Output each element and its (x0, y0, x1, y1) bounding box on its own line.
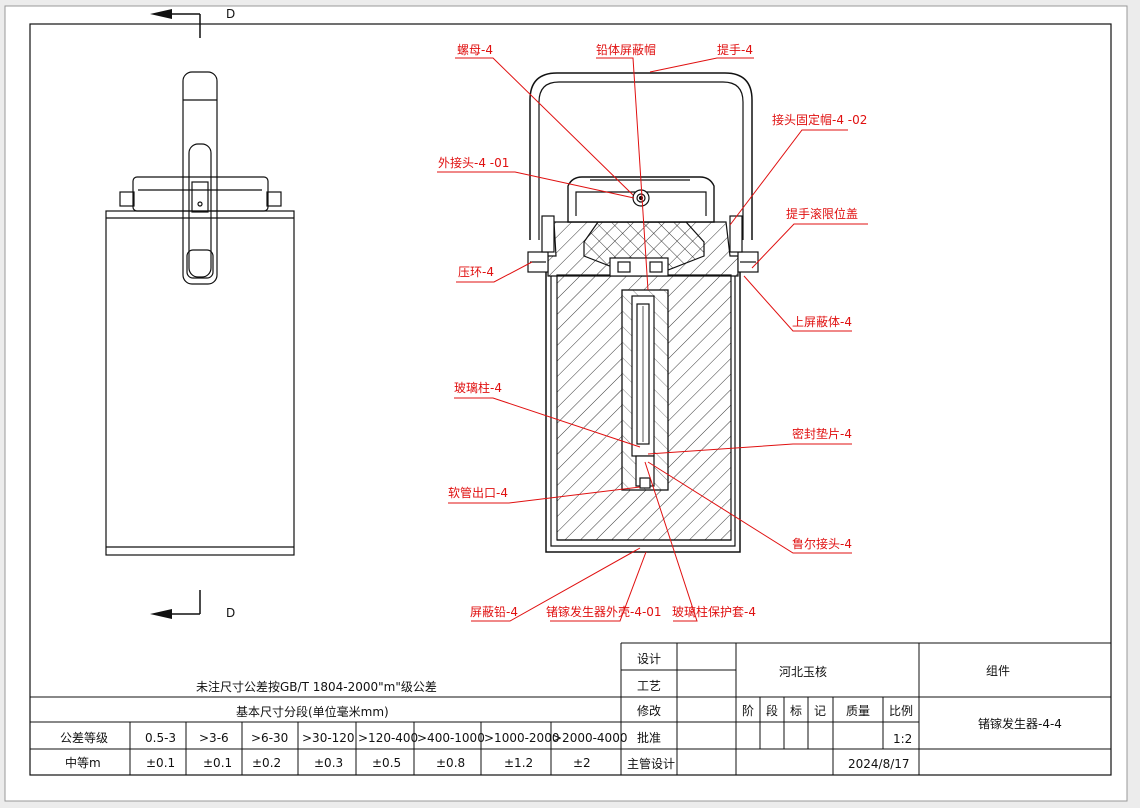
callout-joint-cap: 接头固定帽-4 -02 (772, 112, 867, 127)
callout-labels: 螺母-4 铅体屏蔽帽 提手-4 接头固定帽-4 -02 外接头-4 -01 提手… (438, 42, 867, 619)
callout-hose-outlet: 软管出口-4 (448, 485, 508, 500)
section-arrow-bottom (150, 590, 201, 619)
value-cell: ±0.5 (372, 756, 401, 770)
section-arrow-top (150, 9, 201, 38)
tolerance-table (30, 696, 621, 775)
range-cell: 0.5-3 (145, 731, 176, 745)
callout-seal-gasket: 密封垫片-4 (792, 426, 852, 441)
section-label-bottom: D (226, 606, 235, 620)
range-cell: >1000-2000 (484, 731, 559, 745)
callout-press-ring: 压环-4 (458, 265, 494, 279)
callout-nut: 螺母-4 (457, 43, 493, 57)
range-cell: >6-30 (251, 731, 288, 745)
section-view (527, 72, 759, 553)
range-cell: >2000-4000 (552, 731, 627, 745)
callout-handle: 提手-4 (717, 42, 753, 57)
role-chief-design: 主管设计 (627, 756, 675, 771)
value-cell: ±0.2 (252, 756, 281, 770)
callout-outer-joint: 外接头-4 -01 (438, 155, 509, 170)
title-block (620, 642, 1111, 775)
role-approve: 批准 (637, 730, 661, 745)
value-cell: ±1.2 (504, 756, 533, 770)
callout-lead-cap: 铅体屏蔽帽 (596, 42, 656, 57)
callout-luer-joint: 鲁尔接头-4 (792, 536, 852, 551)
callout-shield-lead: 屏蔽铅-4 (470, 605, 518, 619)
scale-value: 1:2 (893, 732, 912, 746)
scale-label: 比例 (889, 704, 913, 718)
value-cell: ±2 (573, 756, 591, 770)
callout-handle-limit: 提手滚限位盖 (786, 206, 858, 221)
stage-header: 标 (790, 704, 802, 718)
value-cell: ±0.1 (203, 756, 232, 770)
range-cell: >3-6 (199, 731, 229, 745)
value-cell: ±0.1 (146, 756, 175, 770)
stage-header: 记 (814, 704, 826, 718)
side-view (105, 71, 295, 556)
drawing-frame (29, 23, 1112, 776)
callout-generator-shell: 锗镓发生器外壳-4-01 (546, 604, 662, 619)
range-cell: >400-1000 (417, 731, 485, 745)
tolerance-subtitle: 基本尺寸分段(单位毫米mm) (236, 704, 389, 719)
stage-header: 段 (766, 703, 778, 718)
tolerance-ranges: 0.5-3 >3-6 >6-30 >30-120 >120-400 >400-1… (145, 731, 627, 745)
mass-label: 质量 (846, 704, 870, 718)
drawing-type: 组件 (986, 664, 1010, 678)
range-cell: >30-120 (302, 731, 355, 745)
tolerance-class-header: 中等m (65, 755, 101, 770)
drawing-date: 2024/8/17 (848, 757, 910, 771)
section-label-top: D (226, 7, 235, 21)
value-cell: ±0.3 (314, 756, 343, 770)
callout-glass-column: 玻璃柱-4 (454, 380, 502, 395)
value-cell: ±0.8 (436, 756, 465, 770)
tolerance-note: 未注尺寸公差按GB/T 1804-2000"m"级公差 (196, 679, 437, 694)
role-revise: 修改 (637, 703, 661, 718)
leader-lines (437, 57, 868, 622)
drawing-name: 锗镓发生器-4-4 (978, 716, 1062, 731)
range-cell: >120-400 (358, 731, 418, 745)
role-process: 工艺 (637, 679, 661, 693)
role-design: 设计 (637, 652, 661, 666)
callout-glass-sleeve: 玻璃柱保护套-4 (672, 604, 756, 619)
callout-upper-shield: 上屏蔽体-4 (792, 315, 852, 329)
company-name: 河北玉核 (779, 665, 827, 679)
tolerance-values: ±0.1 ±0.1 ±0.2 ±0.3 ±0.5 ±0.8 ±1.2 ±2 (146, 756, 591, 770)
stage-header: 阶 (742, 704, 754, 718)
tolerance-grade-header: 公差等级 (60, 731, 108, 745)
